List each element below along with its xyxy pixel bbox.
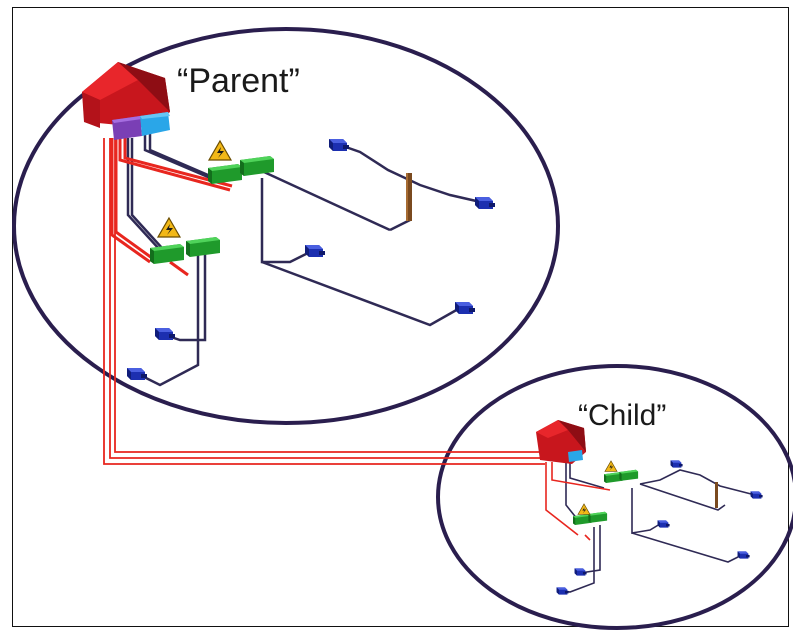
pole-icon [406,173,412,221]
child-links-dark [559,462,756,593]
camera-icon [155,328,175,340]
parent-label: “Parent” [177,62,300,100]
camera-icon [737,551,750,559]
child-boundary [436,364,793,630]
child-links-red [545,462,611,541]
camera-icon [329,139,349,151]
switch-icon [208,164,242,184]
switch-icon [150,244,184,264]
camera-icon [455,302,475,314]
server-icon [112,112,170,140]
inter-site-links [103,138,545,465]
camera-icon [574,568,587,576]
camera-icon [657,520,670,528]
camera-icon [750,491,763,499]
camera-icon [670,460,683,468]
warning-icon [208,140,232,161]
pole-icon [715,482,718,508]
camera-icon [305,245,325,257]
camera-icon [475,197,495,209]
parent-links-red [110,138,233,277]
warning-icon [577,503,591,515]
warning-icon [157,217,181,238]
switch-icon [186,237,220,257]
switch-icon [619,469,639,481]
parent-house-icon [82,62,170,128]
server-icon [568,450,583,462]
diagram-frame [12,7,789,627]
camera-icon [556,587,569,595]
child-label: “Child” [578,399,666,432]
parent-boundary [12,27,560,425]
switch-icon [588,511,608,523]
warning-icon [604,460,618,472]
camera-icon [127,368,147,380]
